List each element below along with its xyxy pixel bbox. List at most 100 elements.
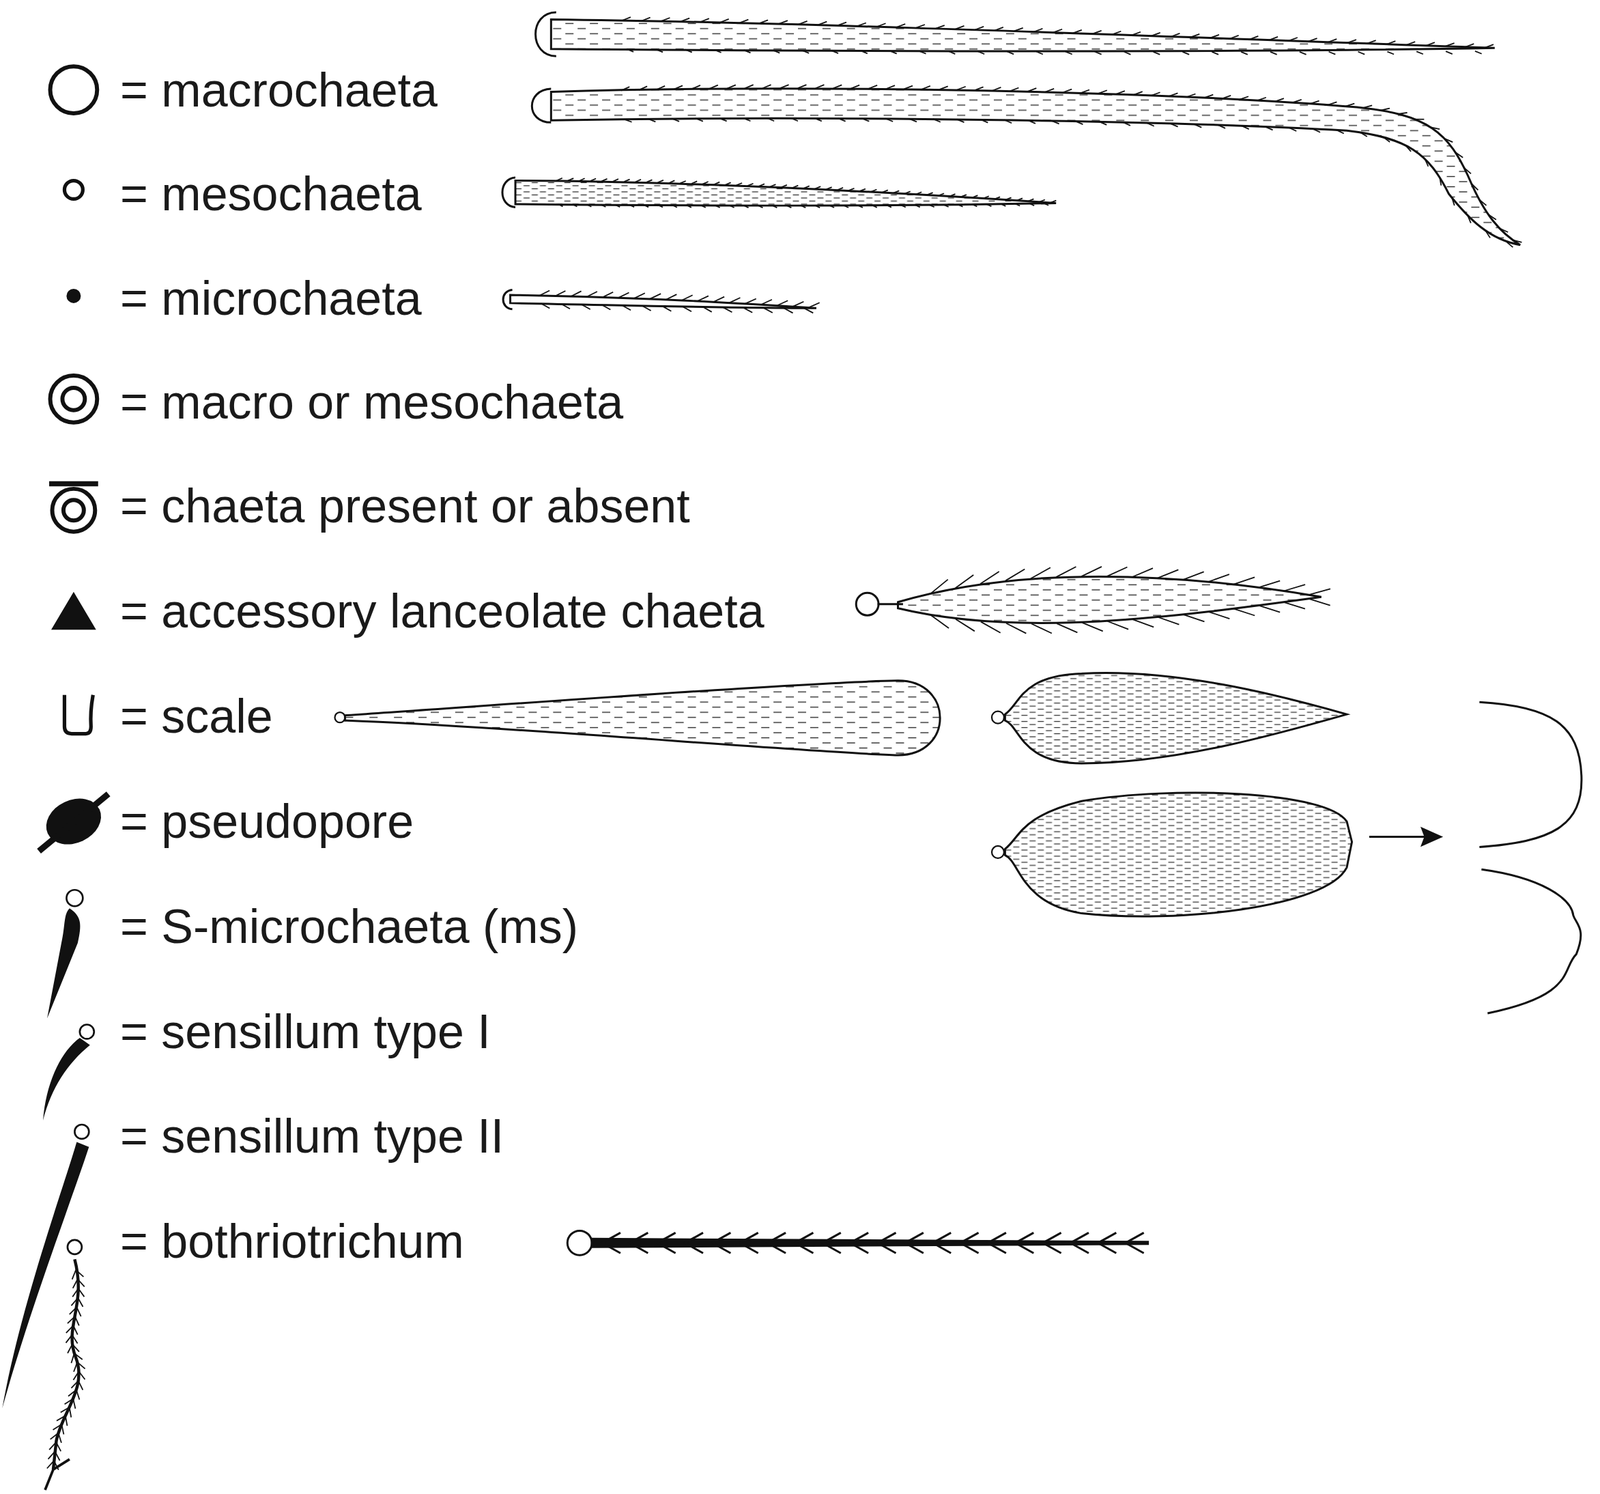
spine — [814, 118, 822, 121]
pseudopore-symbol — [38, 789, 109, 853]
spine — [961, 194, 967, 197]
spine — [1065, 51, 1073, 55]
spine — [1430, 126, 1440, 130]
spine — [1233, 576, 1255, 584]
spine — [815, 186, 821, 189]
bothriotrichum-symbol — [53, 1258, 80, 1469]
spine — [621, 17, 631, 21]
spine — [790, 118, 798, 121]
spine — [1465, 43, 1475, 48]
present-absent-bar — [49, 481, 99, 487]
spine — [1014, 27, 1024, 32]
spine — [1387, 51, 1394, 55]
socket — [567, 1230, 592, 1255]
spine — [1073, 30, 1082, 34]
spine — [1258, 580, 1280, 588]
spine — [1292, 99, 1302, 103]
guide — [530, 295, 816, 308]
spine — [739, 19, 749, 24]
spine — [808, 302, 820, 308]
spine — [1230, 35, 1239, 39]
pseudopore-symbol — [38, 793, 109, 852]
barb — [905, 1232, 924, 1253]
spine — [1208, 611, 1230, 619]
spine — [700, 18, 710, 22]
spine — [921, 86, 931, 90]
spine — [623, 179, 630, 183]
spine — [77, 1278, 85, 1287]
spine — [601, 204, 607, 207]
spine — [818, 21, 828, 26]
spine — [1283, 602, 1306, 609]
spine — [992, 87, 1002, 91]
spine — [719, 118, 727, 121]
spine — [955, 619, 975, 632]
spine — [720, 19, 730, 23]
spine — [646, 179, 652, 183]
spine — [744, 205, 749, 208]
spine — [766, 118, 775, 121]
spine — [833, 84, 843, 89]
spine — [837, 187, 844, 190]
spine — [980, 571, 999, 584]
spine — [1270, 51, 1278, 55]
spine — [747, 183, 753, 186]
spine — [66, 1324, 74, 1333]
spine — [781, 184, 788, 188]
barb — [1070, 1232, 1089, 1253]
spine — [602, 292, 613, 298]
spine — [1288, 127, 1297, 132]
macrochaeta-drawing — [550, 88, 1521, 246]
barb — [849, 1232, 869, 1253]
spine — [1153, 51, 1161, 55]
spine — [1328, 101, 1338, 105]
spine — [773, 50, 781, 54]
spine — [74, 1352, 83, 1360]
spine — [1112, 31, 1122, 35]
microchaeta-symbol — [66, 288, 81, 304]
spine — [1464, 167, 1471, 175]
spine — [1383, 137, 1391, 142]
spine — [904, 191, 910, 194]
spine — [1053, 29, 1063, 33]
spine — [939, 86, 949, 90]
spine — [857, 22, 867, 26]
spine — [792, 301, 804, 307]
spine — [79, 1371, 86, 1380]
spine — [1455, 152, 1463, 158]
spine — [1405, 145, 1411, 152]
spine — [1360, 132, 1368, 137]
barb — [1043, 1232, 1062, 1253]
spine — [1475, 51, 1482, 54]
spine — [1445, 43, 1455, 46]
spine — [1036, 51, 1044, 54]
spine — [1283, 584, 1306, 591]
scale-drawing — [1004, 792, 1352, 917]
spine — [915, 204, 921, 207]
spine — [658, 204, 663, 207]
spine — [1169, 92, 1179, 96]
spine — [709, 85, 718, 89]
spine — [1397, 112, 1407, 114]
socket — [991, 711, 1005, 724]
spine — [1488, 214, 1497, 220]
spine — [73, 1278, 78, 1288]
spine — [686, 205, 692, 208]
spine — [1479, 199, 1487, 206]
spine — [78, 1380, 84, 1390]
spine — [744, 49, 751, 53]
spine — [1268, 36, 1278, 41]
spine — [1486, 230, 1491, 238]
spine — [48, 1451, 56, 1459]
spine — [586, 291, 598, 297]
spine — [742, 118, 751, 121]
spine — [886, 85, 895, 89]
spine — [1345, 103, 1355, 107]
spine — [1439, 177, 1441, 186]
spine — [715, 205, 721, 208]
spine — [1051, 120, 1060, 125]
spine — [713, 182, 720, 185]
spine — [615, 204, 620, 207]
spine — [1146, 122, 1155, 127]
spine — [1027, 88, 1037, 92]
